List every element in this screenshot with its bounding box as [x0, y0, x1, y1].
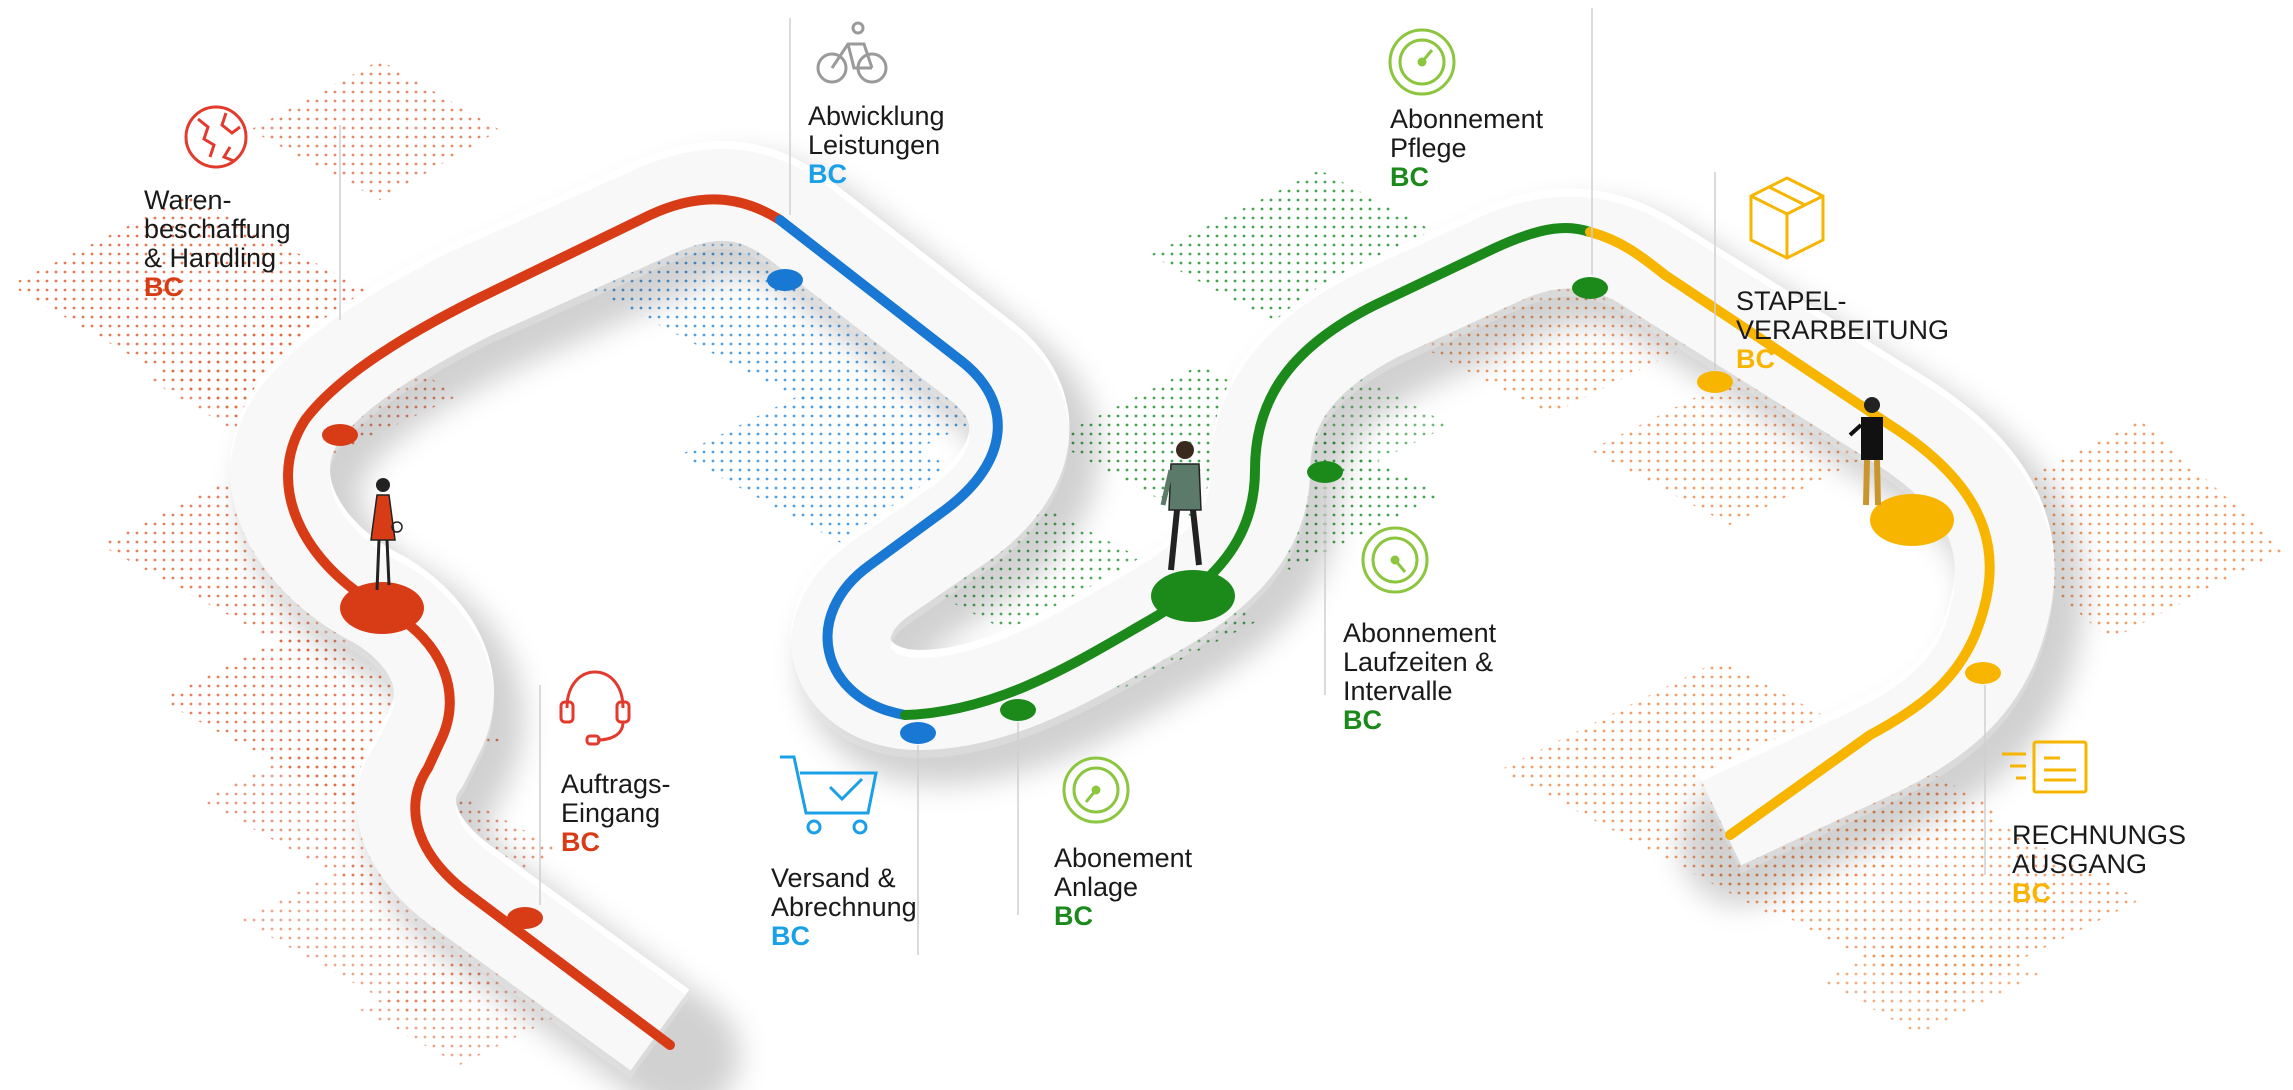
label-line: Leistungen [808, 130, 941, 160]
track-red [283, 194, 785, 1050]
label-line: Anlage [1054, 872, 1139, 902]
station-yellow-hub [1870, 494, 1954, 546]
bc-tag: BC [144, 272, 183, 302]
label-line: & Handling [144, 243, 277, 273]
label-line: STAPEL- [1736, 286, 1847, 316]
label-line: RECHNUNGS [2012, 820, 2187, 850]
label-stapel: STAPEL- VERARBEITUNG BC [1736, 287, 1949, 374]
station-green-hub [1151, 570, 1235, 622]
track-yellow [1585, 227, 1995, 840]
leader-lines [339, 8, 1986, 955]
cart-icon [780, 755, 878, 835]
track-lines [283, 194, 1995, 1050]
label-line: Abonement [1054, 843, 1193, 873]
bc-tag: BC [808, 159, 847, 189]
gauge-icon [1062, 756, 1130, 824]
gauge-icon [1361, 526, 1429, 594]
station-green-2 [1307, 461, 1343, 483]
stations [322, 269, 2001, 929]
label-abo-pflege: Abonnement Pflege BC [1390, 105, 1543, 192]
bc-tag: BC [1343, 705, 1382, 735]
label-abo-anlage: Abonement Anlage BC [1054, 844, 1192, 931]
label-line: Intervalle [1343, 676, 1453, 706]
label-line: Abrechnung [771, 892, 917, 922]
label-line: Abwicklung [808, 101, 945, 131]
label-line: beschaffung [144, 214, 291, 244]
label-rechnung: RECHNUNGS AUSGANG BC [2012, 821, 2186, 908]
label-line: Laufzeiten & [1343, 647, 1494, 677]
bc-tag: BC [1390, 162, 1429, 192]
label-line: Abonnement [1390, 104, 1544, 134]
label-versand: Versand & Abrechnung BC [771, 864, 917, 951]
station-red-2 [507, 907, 543, 929]
label-abo-laufzeiten: Abonnement Laufzeiten & Intervalle BC [1343, 619, 1496, 735]
gauge-icon [1388, 28, 1456, 96]
bicycle-icon [816, 21, 888, 84]
person-woman-red-dress [370, 478, 403, 591]
station-yellow-2 [1965, 662, 2001, 684]
label-auftrag: Auftrags- Eingang BC [561, 770, 671, 857]
bc-tag: BC [1736, 344, 1775, 374]
bc-tag: BC [1054, 901, 1093, 931]
invoice-icon [2002, 740, 2088, 794]
person-man-phone [1848, 397, 1883, 506]
station-red-1 [322, 424, 358, 446]
station-green-3 [1572, 277, 1608, 299]
label-abwicklung: Abwicklung Leistungen BC [808, 102, 945, 189]
label-line: Waren- [144, 185, 232, 215]
station-blue-2 [900, 722, 936, 744]
label-line: Versand & [771, 863, 896, 893]
bc-tag: BC [2012, 878, 2051, 908]
bc-tag: BC [771, 921, 810, 951]
bc-tag: BC [561, 827, 600, 857]
label-line: Abonnement [1343, 618, 1497, 648]
label-line: Eingang [561, 798, 661, 828]
label-line: Pflege [1390, 133, 1467, 163]
label-warenbeschaffung: Waren- beschaffung & Handling BC [144, 186, 291, 302]
station-blue-1 [767, 269, 803, 291]
station-yellow-1 [1697, 371, 1733, 393]
station-red-hub [340, 582, 424, 634]
track-green [900, 222, 1595, 720]
track-blue [775, 215, 1003, 720]
station-green-1 [1000, 699, 1036, 721]
headset-icon [559, 670, 631, 746]
label-line: Auftrags- [561, 769, 671, 799]
box-icon [1749, 176, 1825, 260]
label-line: VERARBEITUNG [1736, 315, 1950, 345]
globe-icon [184, 105, 248, 169]
person-man-green [1160, 441, 1202, 571]
label-line: AUSGANG [2012, 849, 2148, 879]
